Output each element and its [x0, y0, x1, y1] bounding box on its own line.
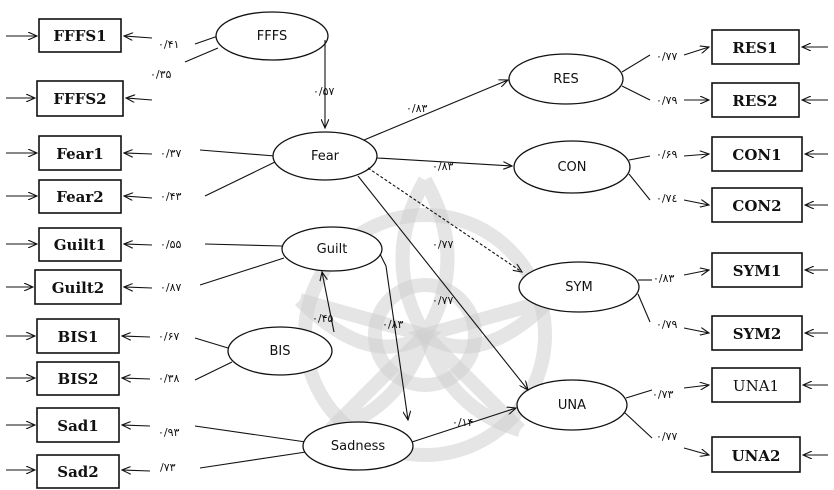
coef-res2: ۰/۷۹	[656, 94, 678, 107]
coef-fear-res: ۰/۸۳	[406, 102, 428, 115]
indicator-label: CON2	[732, 197, 781, 215]
coef-ffffs-fear: ۰/۵۷	[313, 85, 335, 98]
indicator-RES2: RES2	[711, 82, 828, 118]
latent-label: SYM	[565, 280, 592, 295]
indicator-CON2: CON2	[711, 187, 828, 223]
latent-FFFS: FFFS	[215, 11, 329, 61]
latent-UNA: UNA	[516, 379, 628, 431]
coef-ffffs1: ۰/۴۱	[158, 38, 179, 51]
coef-sadness-una: ۰/۱۴	[452, 416, 474, 429]
indicator-label: Guilt1	[54, 236, 106, 254]
coef-bis1: ۰/۶۷	[158, 330, 180, 343]
coef-sym1: ۰/۸۳	[653, 272, 675, 285]
indicator-label: Fear2	[56, 188, 103, 206]
indicator-BIS2: BIS2	[6, 361, 120, 396]
indicator-FFFS1: FFFS1	[6, 18, 122, 53]
coef-bis-guilt: ۰/۴۵	[312, 312, 334, 325]
coef-una1: ۰/۷۳	[652, 388, 674, 401]
indicator-Guilt1: Guilt1	[6, 227, 122, 262]
coef-guilt1: ۰/۵۵	[160, 238, 182, 251]
indicator-Guilt2: Guilt2	[6, 269, 122, 305]
indicator-BIS1: BIS1	[6, 318, 120, 354]
path-fear-sym	[367, 167, 522, 272]
indicator-Sad2: Sad2	[6, 454, 120, 489]
coef-ffffs2: ۰/۳۵	[150, 68, 172, 81]
coef-fear-con: ۰/۸۳	[432, 160, 454, 173]
latent-SYM: SYM	[518, 261, 640, 313]
latent-label: FFFS	[257, 29, 287, 44]
latent-BIS: BIS	[227, 326, 333, 376]
indicator-UNA2: UNA2	[711, 436, 828, 473]
coef-sym2: ۰/۷۹	[656, 318, 678, 331]
coef-bis2: ۰/۳۸	[158, 372, 180, 385]
indicator-RES1: RES1	[711, 29, 828, 65]
coef-sad2: /۷۳	[160, 461, 176, 474]
path-fear-res	[363, 80, 508, 141]
latent-label: RES	[553, 72, 579, 87]
indicator-label: Guilt2	[52, 279, 104, 297]
indicator-Fear1: Fear1	[6, 135, 122, 171]
indicator-label: BIS2	[58, 370, 99, 388]
latent-Sadness: Sadness	[302, 421, 414, 471]
coef-res1: ۰/۷۷	[656, 50, 678, 63]
indicator-label: UNA2	[732, 447, 781, 465]
indicator-UNA1: UNA1	[711, 367, 828, 403]
coef-fear-una: ۰/۷۷	[432, 294, 454, 307]
latent-label: CON	[557, 160, 586, 175]
indicator-label: SYM2	[733, 325, 782, 343]
coef-fear2: ۰/۴۳	[160, 190, 182, 203]
coef-guilt-sadness: ۰/۸۳	[382, 318, 404, 331]
indicator-SYM2: SYM2	[711, 315, 828, 351]
indicator-label: CON1	[732, 146, 781, 164]
indicator-label: BIS1	[58, 328, 99, 346]
latent-RES: RES	[508, 53, 624, 105]
latent-label: Guilt	[317, 242, 348, 257]
latent-Fear: Fear	[272, 131, 378, 181]
coef-con2: ۰/۷٤	[656, 192, 678, 205]
indicator-label: Sad1	[57, 417, 98, 435]
path-fear-con	[376, 157, 512, 166]
indicator-label: UNA1	[733, 377, 779, 395]
indicator-SYM1: SYM1	[711, 252, 828, 288]
latent-label: BIS	[269, 344, 290, 359]
indicator-Sad1: Sad1	[6, 407, 120, 443]
latent-Guilt: Guilt	[281, 226, 383, 272]
indicator-label: FFFS2	[53, 90, 106, 108]
path-fear-una	[357, 175, 528, 390]
latent-label: Sadness	[331, 439, 385, 454]
coef-fear1: ۰/۳۷	[160, 147, 182, 160]
indicator-label: RES1	[732, 39, 777, 57]
indicator-Fear2: Fear2	[6, 179, 122, 214]
indicator-label: Fear1	[56, 145, 103, 163]
latent-CON: CON	[513, 140, 631, 194]
path-guilt-sadness	[379, 253, 408, 420]
latent-label: UNA	[558, 398, 586, 413]
indicator-label: Sad2	[57, 463, 98, 481]
indicator-FFFS2: FFFS2	[6, 80, 124, 117]
indicator-label: SYM1	[733, 262, 782, 280]
indicator-label: RES2	[732, 92, 777, 110]
coef-con1: ۰/۶۹	[656, 148, 678, 161]
path-sadness-una	[411, 408, 516, 443]
watermark-logo	[295, 176, 555, 462]
coef-guilt2: ۰/۸۷	[160, 281, 182, 294]
coef-una2: ۰/۷۷	[656, 430, 678, 443]
coef-sad1: ۰/۹۳	[158, 426, 180, 439]
indicator-label: FFFS1	[53, 27, 106, 45]
coef-fear-sym: ۰/۷۷	[432, 238, 454, 251]
path-bis-guilt	[322, 272, 335, 333]
indicator-CON1: CON1	[711, 136, 828, 172]
latent-label: Fear	[311, 149, 340, 164]
